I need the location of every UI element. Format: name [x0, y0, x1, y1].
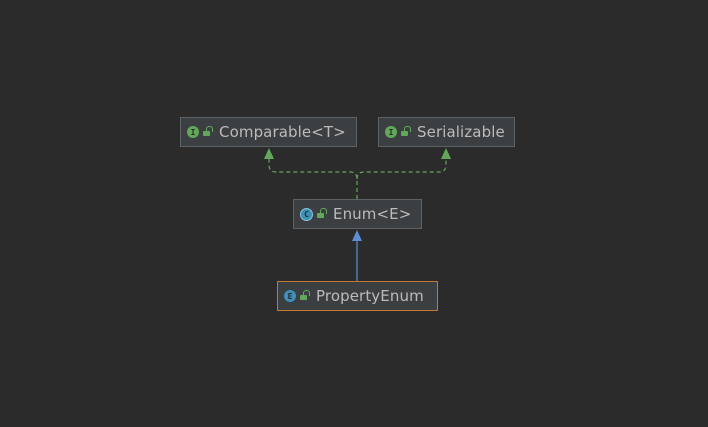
edge-enum-implements-serializable	[356, 158, 447, 180]
node-enum[interactable]: C Enum<E>	[293, 199, 422, 229]
node-property-enum[interactable]: E PropertyEnum	[277, 281, 438, 311]
public-lock-icon	[300, 290, 310, 300]
class-icon: C	[300, 207, 313, 221]
edge-enum-implements-comparable	[268, 158, 358, 199]
node-label: Serializable	[417, 123, 505, 141]
node-label: PropertyEnum	[316, 287, 424, 305]
interface-icon: I	[385, 126, 397, 138]
node-label: Comparable<T>	[219, 123, 346, 141]
public-lock-icon	[317, 208, 327, 218]
arrowhead-serializable	[441, 148, 451, 159]
node-label: Enum<E>	[333, 205, 412, 223]
interface-icon: I	[187, 126, 199, 138]
node-serializable[interactable]: I Serializable	[378, 117, 515, 147]
arrowhead-enum	[352, 230, 362, 241]
public-lock-icon	[203, 126, 213, 136]
arrowhead-comparable	[264, 148, 274, 159]
node-comparable[interactable]: I Comparable<T>	[180, 117, 357, 147]
public-lock-icon	[401, 126, 411, 136]
enum-icon: E	[284, 290, 296, 302]
